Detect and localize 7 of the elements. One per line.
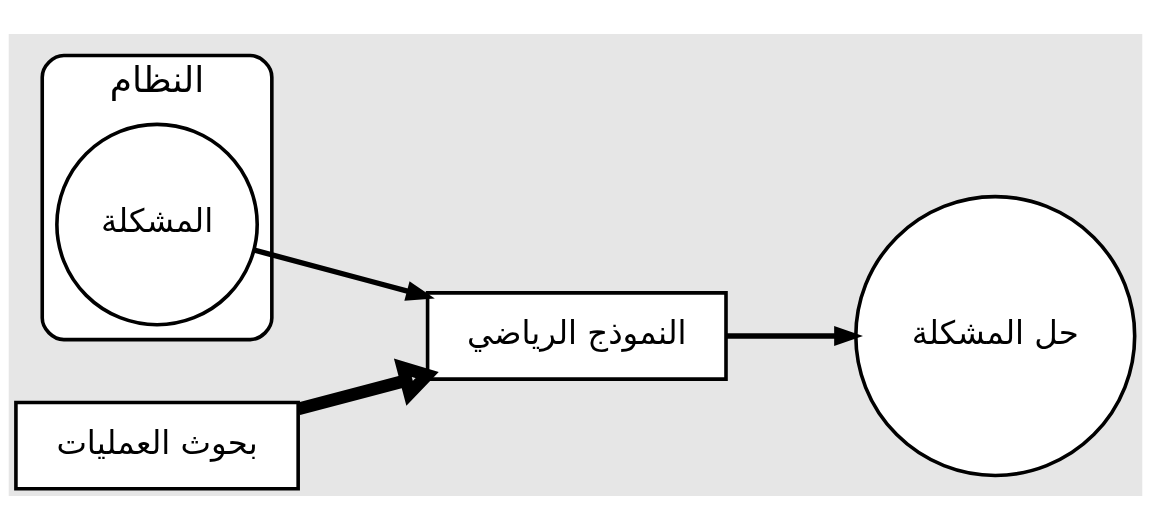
node-circle: المشكلة: [55, 122, 259, 327]
arrow: [726, 325, 863, 346]
node-box: بحوث العمليات: [14, 400, 300, 491]
node-box: النموذج الرياضي: [425, 290, 728, 381]
arrow: [296, 357, 439, 415]
arrow: [253, 247, 435, 301]
node-circle: حل المشكلة: [854, 194, 1137, 477]
